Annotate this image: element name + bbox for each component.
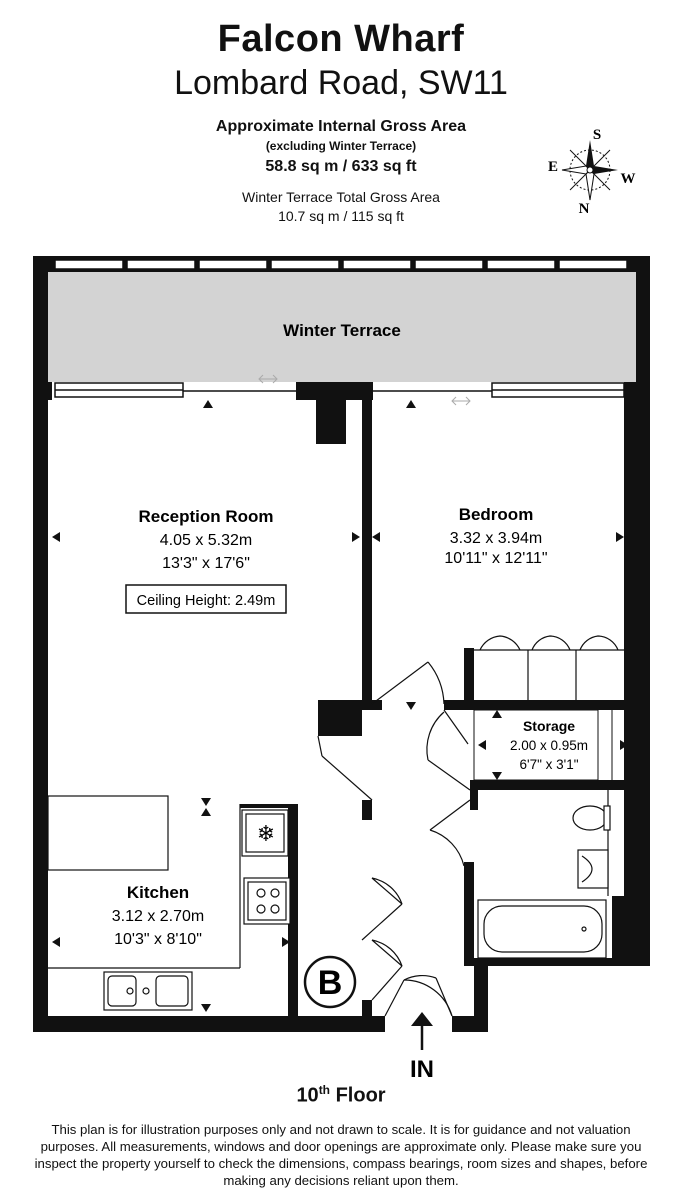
boiler-icon bbox=[303, 955, 357, 1009]
reception-label: Reception Room bbox=[138, 507, 273, 526]
wardrobe bbox=[474, 635, 624, 700]
floor-number: 10 bbox=[296, 1084, 319, 1107]
ceiling-height: Ceiling Height: 2.49m bbox=[137, 593, 276, 609]
storage-metric: 2.00 x 0.95m bbox=[510, 738, 588, 753]
winter-terrace-label: Winter Terrace bbox=[283, 321, 401, 340]
storage-label: Storage bbox=[523, 718, 575, 734]
dimension-markers bbox=[52, 400, 628, 1012]
property-title: Falcon Wharf bbox=[217, 18, 465, 60]
reception-imperial: 13'3" x 17'6" bbox=[162, 555, 250, 572]
sliding-door-icon bbox=[258, 374, 471, 406]
property-address: Lombard Road, SW11 bbox=[174, 64, 508, 102]
floor-word: Floor bbox=[330, 1084, 386, 1107]
ceiling-height-box bbox=[125, 584, 287, 614]
area-title: Approximate Internal Gross Area bbox=[215, 118, 467, 135]
kitchen-imperial: 10'3" x 8'10" bbox=[114, 931, 202, 948]
reception-metric: 4.05 x 5.32m bbox=[160, 532, 253, 549]
winter-terrace-area-title: Winter Terrace Total Gross Area bbox=[242, 189, 440, 205]
toilet-icon bbox=[572, 805, 608, 831]
terrace-windows bbox=[54, 259, 628, 270]
area-note: (excluding Winter Terrace) bbox=[265, 139, 417, 153]
inner-glazing bbox=[54, 382, 625, 398]
snowflake-icon: ❄ bbox=[257, 822, 275, 847]
kitchen-label: Kitchen bbox=[127, 883, 189, 902]
compass-north-label: N bbox=[579, 201, 590, 217]
kitchen-metric: 3.12 x 2.70m bbox=[112, 908, 205, 925]
bedroom-label: Bedroom bbox=[459, 505, 534, 524]
floor-suffix: th bbox=[318, 1083, 331, 1097]
compass-south-label: S bbox=[593, 127, 601, 143]
entrance-label: IN bbox=[410, 1056, 434, 1083]
bedroom-metric: 3.32 x 3.94m bbox=[450, 530, 543, 547]
bedroom-imperial: 10'11" x 12'11" bbox=[444, 550, 547, 567]
compass-icon bbox=[561, 140, 618, 201]
bathroom-fixtures bbox=[477, 790, 611, 959]
area-value: 58.8 sq m / 633 sq ft bbox=[265, 158, 417, 175]
winter-terrace-area-value: 10.7 sq m / 115 sq ft bbox=[278, 208, 404, 224]
storage-imperial: 6'7" x 3'1" bbox=[519, 757, 578, 772]
winter-terrace-area bbox=[48, 272, 636, 382]
interior-walls bbox=[240, 400, 636, 1016]
door-swings bbox=[317, 661, 471, 1017]
compass-east-label: E bbox=[548, 159, 558, 175]
compass-west-label: W bbox=[621, 171, 636, 187]
floor-label: 10th Floor bbox=[0, 1083, 682, 1108]
disclaimer-text: This plan is for illustration purposes o… bbox=[34, 1122, 648, 1188]
entrance-arrow-icon bbox=[411, 1012, 433, 1050]
boiler-label: B bbox=[318, 964, 343, 1002]
kitchen-units bbox=[47, 795, 291, 1011]
